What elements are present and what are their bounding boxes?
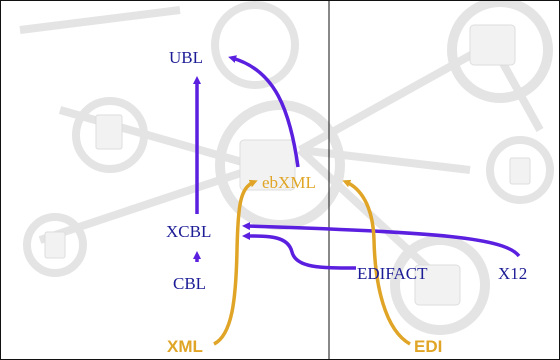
node-xcbl: XCBL — [166, 222, 211, 241]
arrow-x12-to-xcbl — [242, 222, 521, 258]
arrow-edifact-to-xcbl — [242, 232, 357, 270]
node-ubl: UBL — [169, 48, 203, 67]
document-icon — [44, 114, 531, 259]
node-cbl: CBL — [173, 274, 206, 293]
folder-icon — [239, 24, 516, 306]
family-label-edi: EDI — [414, 337, 442, 356]
purple-connectors — [193, 55, 521, 270]
node-ebxml: ebXML — [262, 173, 316, 192]
arrow-ebxml-to-ubl — [228, 55, 300, 168]
family-label-xml: XML — [167, 337, 203, 356]
node-x12: X12 — [498, 264, 527, 283]
arrow-edi-to-ebxml — [342, 179, 411, 346]
node-edifact: EDIFACT — [357, 264, 428, 283]
gold-connectors — [213, 179, 411, 346]
background-network — [19, 0, 554, 335]
arrow-xml-to-ebxml — [213, 179, 258, 346]
network-node-icon — [23, 0, 554, 335]
